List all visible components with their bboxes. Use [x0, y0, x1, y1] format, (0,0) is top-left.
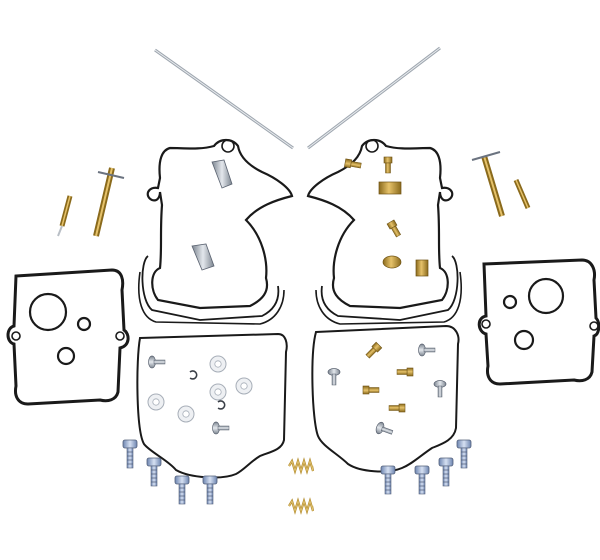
flange-gasket-left: [6, 268, 130, 406]
pilot-screw-left: [57, 167, 125, 237]
float-bowl-gasket-lower-right: [311, 324, 460, 473]
bowl-screws-left: [122, 439, 218, 505]
jet-needle-left: [154, 48, 294, 150]
pilot-screw-right: [471, 151, 531, 217]
spring-upper: [287, 459, 315, 473]
bowl-gasket-right: [306, 138, 462, 325]
brass-jets-right: [344, 156, 429, 277]
brass-screws-right: [362, 341, 414, 413]
float-bowl-gasket-lower-left: [136, 332, 288, 479]
bowl-gasket-left: [138, 138, 294, 325]
flange-gasket-right: [477, 258, 600, 386]
float-valve-left: [191, 159, 233, 271]
jet-needle-right: [307, 46, 441, 150]
clips-left: [189, 370, 226, 410]
steel-screws-right: [327, 343, 447, 439]
washers-left: [147, 355, 253, 423]
spring-lower: [287, 499, 315, 513]
bowl-screws-right: [380, 439, 472, 495]
